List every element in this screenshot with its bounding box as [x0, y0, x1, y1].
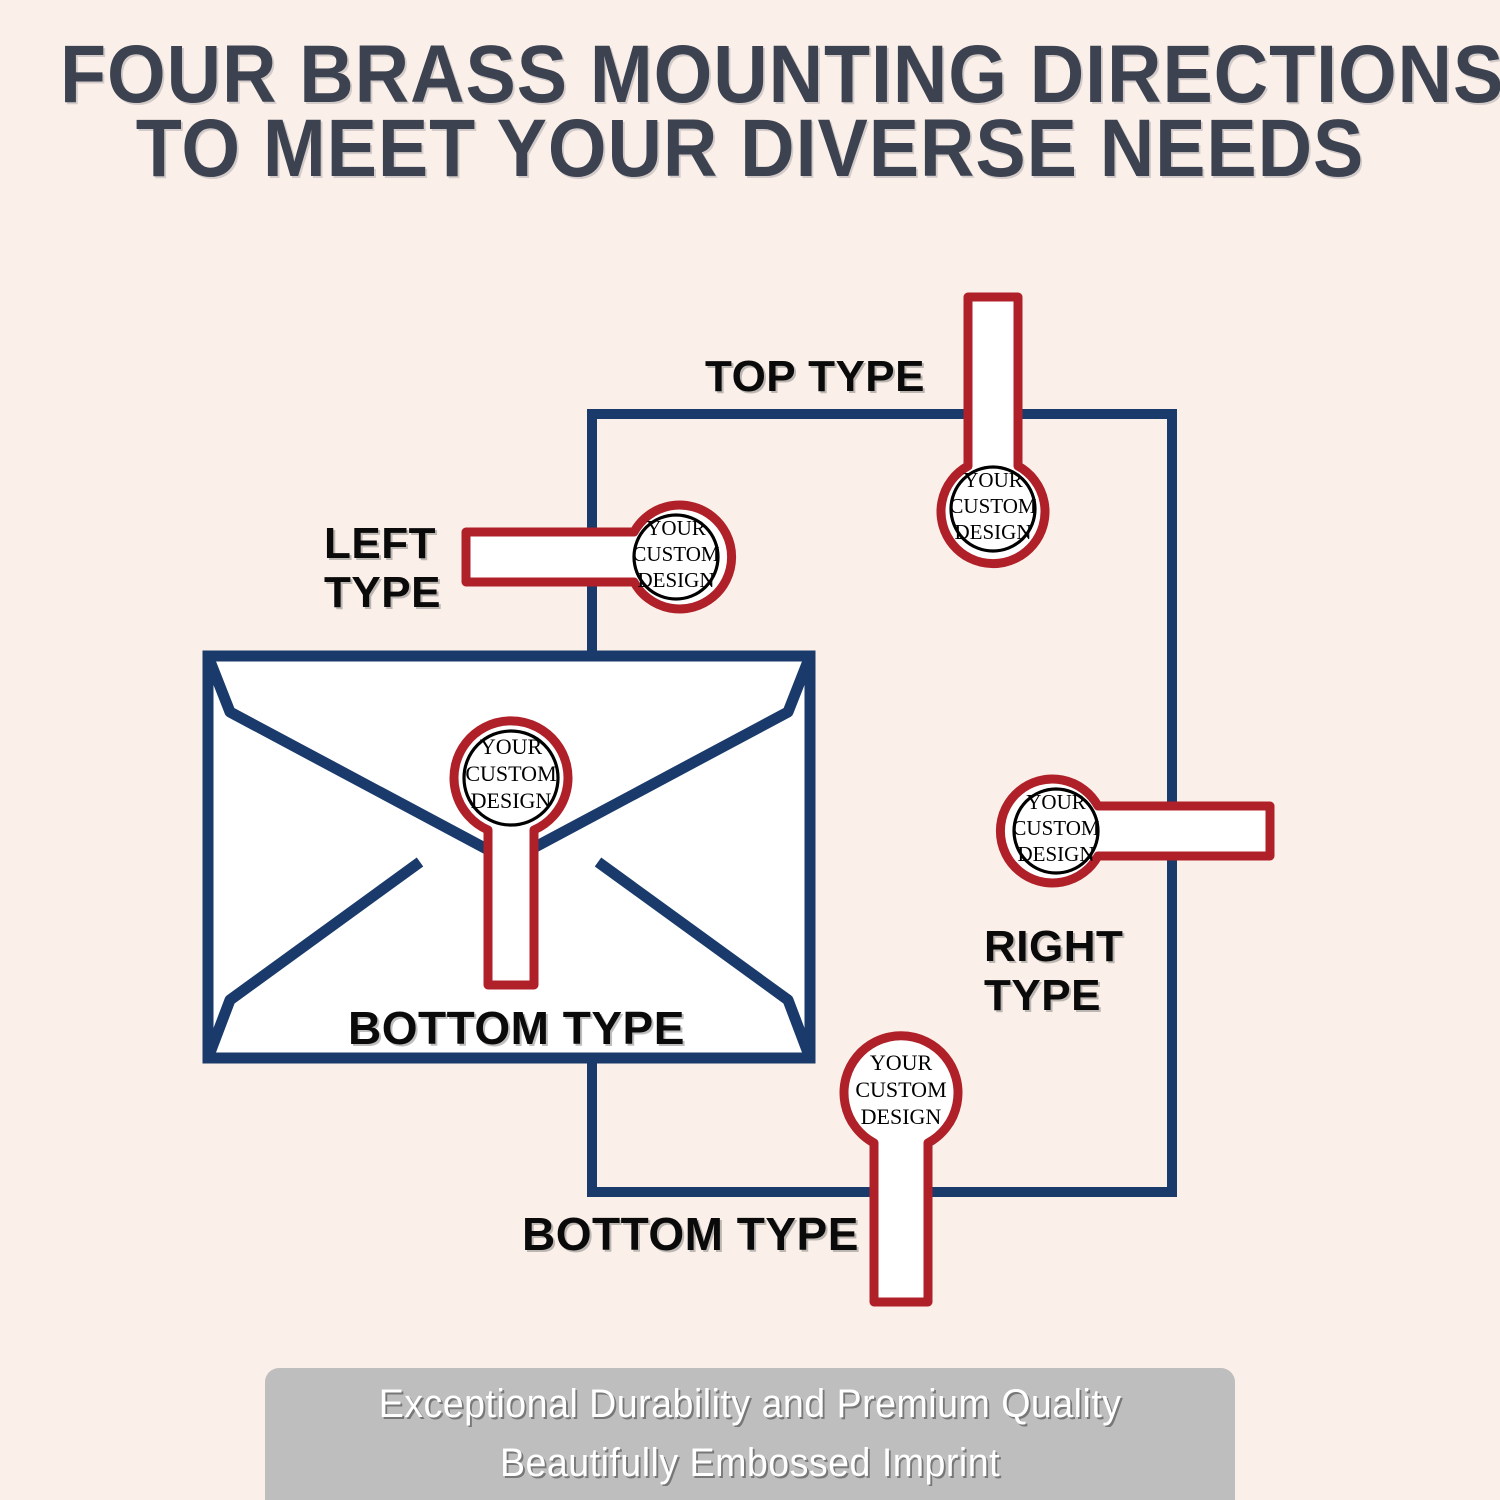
seal-left-line-2: CUSTOM: [632, 542, 719, 566]
label-bottom-type: BOTTOM TYPE: [522, 1208, 859, 1260]
seal-bottom-line-3: DESIGN: [861, 1104, 942, 1129]
label-left-type-line-2: TYPE: [324, 568, 441, 618]
envelope-right-flap: [594, 857, 816, 1060]
seal-left-line-1: YOUR: [646, 516, 706, 540]
label-left-type-line-1: LEFT: [324, 519, 436, 568]
seal-top-handle-and-head: [936, 292, 1050, 569]
seal-right-line-1: YOUR: [1026, 790, 1086, 814]
label-left-type: LEFT TYPE: [324, 519, 441, 618]
seal-top-line-3: DESIGN: [955, 520, 1032, 544]
label-right-type-line-1: RIGHT: [984, 922, 1124, 971]
seal-left-handle-and-head: [461, 500, 737, 614]
label-envelope-bottom-type: BOTTOM TYPE: [348, 1002, 685, 1054]
seal-left-inner-ring: [632, 513, 720, 601]
seal-top-inner-ring: [949, 465, 1037, 553]
seal-right-inner-ring: [1012, 787, 1100, 875]
seal-right-type[interactable]: YOUR CUSTOM DESIGN: [995, 774, 1275, 888]
seal-bottom-line-2: CUSTOM: [855, 1077, 946, 1102]
footer-banner: Exceptional Durability and Premium Quali…: [265, 1368, 1235, 1500]
seal-envelope-line-2: CUSTOM: [465, 761, 556, 786]
seal-right-line-2: CUSTOM: [1012, 816, 1099, 840]
seal-top-type[interactable]: YOUR CUSTOM DESIGN: [936, 292, 1050, 569]
seal-left-type[interactable]: YOUR CUSTOM DESIGN: [461, 500, 737, 614]
seal-top-line-2: CUSTOM: [949, 494, 1036, 518]
envelope-left-flap: [202, 857, 424, 1060]
seal-envelope-bottom-type[interactable]: YOUR CUSTOM DESIGN: [449, 716, 573, 990]
footer-line-2: Beautifully Embossed Imprint: [499, 1441, 1001, 1485]
label-top-type: TOP TYPE: [705, 352, 926, 401]
seal-left-line-3: DESIGN: [638, 568, 715, 592]
seal-bottom-handle-and-head: [839, 1031, 963, 1307]
seal-right-handle-and-head: [995, 774, 1275, 888]
label-right-type-line-2: TYPE: [984, 971, 1101, 1021]
seal-right-line-3: DESIGN: [1018, 842, 1095, 866]
seal-envelope-line-1: YOUR: [480, 734, 543, 759]
seal-envelope-inner-ring: [462, 729, 560, 827]
seal-envelope-handle-and-head: [449, 716, 573, 990]
footer-line-1: Exceptional Durability and Premium Quali…: [378, 1382, 1122, 1426]
seal-bottom-type[interactable]: YOUR CUSTOM DESIGN: [839, 1031, 963, 1307]
seal-envelope-line-3: DESIGN: [471, 788, 552, 813]
seal-top-line-1: YOUR: [963, 468, 1023, 492]
label-right-type: RIGHT TYPE: [984, 922, 1123, 1021]
seal-bottom-line-1: YOUR: [870, 1050, 933, 1075]
